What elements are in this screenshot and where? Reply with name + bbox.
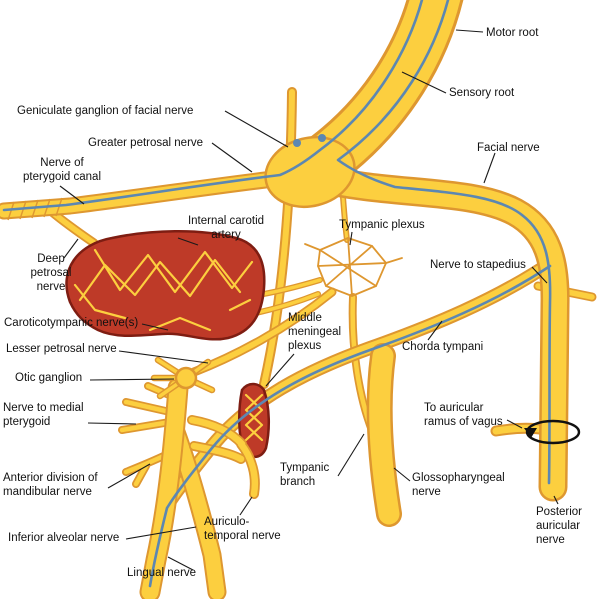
geniculate-ganglion-shape (264, 136, 356, 208)
leader-stapedius (531, 266, 548, 284)
leader-glossopharyngeal (393, 467, 411, 482)
ganglion-cell-dot (293, 139, 301, 147)
label-tympanic-plexus: Tympanic plexus (339, 219, 425, 231)
leader-lesser-petrosal (118, 350, 209, 364)
leader-geniculate (224, 110, 289, 148)
vagus-ramus-ring (524, 419, 581, 445)
label-internal-carotid-artery: Internal carotid artery (187, 215, 265, 241)
leader-anterior-division (107, 463, 151, 489)
label-tympanic-branch: Tympanic branch (280, 462, 330, 488)
lesser-petrosal-nerve-shape (189, 287, 337, 377)
leader-tympanic-branch (337, 433, 365, 477)
label-otic-ganglion: Otic ganglion (15, 372, 83, 384)
leader-lines (59, 29, 559, 571)
label-to-auricular-ramus-of-vagus: To auricular ramus of vagus (424, 402, 503, 428)
label-auriculotemporal: Auriculo- temporal nerve (204, 516, 281, 542)
leader-pterygoid-canal (59, 185, 85, 205)
label-lesser-petrosal: Lesser petrosal nerve (6, 343, 117, 355)
facial-nerve-roots-shape (300, 0, 464, 186)
leader-facial-nerve (483, 152, 496, 184)
tympanic-plexus-shape (304, 237, 403, 297)
leader-mid-meningeal (265, 353, 295, 387)
mandibular-branches-shape (118, 377, 227, 599)
label-nerve-to-stapedius: Nerve to stapedius (430, 259, 526, 271)
leader-auricular-ramus (506, 419, 523, 429)
label-motor-root: Motor root (486, 27, 539, 39)
otic-ganglion-shape (150, 356, 216, 400)
label-inferior-alveolar: Inferior alveolar nerve (8, 532, 120, 544)
label-glossopharyngeal: Glossopharyngeal nerve (412, 472, 505, 498)
leader-otic-ganglion (89, 378, 175, 381)
leader-deep-petrosal (63, 238, 79, 259)
label-posterior-auricular: Posterior auricular nerve (536, 506, 583, 546)
internal-carotid-artery-shape (65, 230, 266, 341)
facial-nerve-shape (303, 163, 570, 502)
communicating-branch (340, 194, 350, 243)
label-deep-petrosal: Deep petrosal nerve (30, 253, 72, 293)
leader-inferior-alveolar (125, 526, 197, 540)
label-geniculate-ganglion: Geniculate ganglion of facial nerve (17, 105, 194, 117)
leader-medial-pterygoid (87, 422, 137, 425)
auricular-ramus-of-vagus-shape (490, 422, 552, 437)
label-caroticotympanic: Caroticotympanic nerve(s) (4, 317, 139, 329)
leader-sensory-root (401, 71, 447, 94)
label-greater-petrosal: Greater petrosal nerve (88, 137, 204, 149)
leader-chorda-tympani (427, 320, 443, 341)
auriculotemporal-nerve-shape (187, 415, 260, 499)
leader-caroticotympanic (141, 323, 169, 331)
glossopharyngeal-nerve-shape (366, 343, 402, 527)
leader-auriculotemporal (239, 496, 253, 516)
leader-lingual (167, 556, 194, 571)
leader-posterior-auricular (553, 495, 559, 505)
ganglion-cell-dot (318, 134, 326, 142)
label-lingual: Lingual nerve (127, 567, 197, 579)
label-nerve-of-pterygoid-canal: Nerve of pterygoid canal (23, 157, 101, 183)
middle-meningeal-vessel (259, 87, 297, 389)
leader-motor-root (455, 29, 484, 33)
label-middle-meningeal-plexus: Middle meningeal plexus (288, 312, 342, 352)
leader-tympanic-plexus (349, 231, 353, 246)
nerve-fibers (2, 0, 552, 588)
label-anterior-division-mandibular: Anterior division of mandibular nerve (3, 472, 98, 498)
label-sensory-root: Sensory root (449, 87, 515, 99)
deep-petrosal-nerve-shape (47, 207, 99, 248)
leader-carotid-artery (177, 237, 199, 246)
label-nerve-to-medial-pterygoid: Nerve to medial pterygoid (3, 402, 84, 428)
label-facial-nerve: Facial nerve (477, 142, 540, 154)
leader-greater-petrosal (211, 142, 253, 173)
label-chorda-tympani: Chorda tympani (402, 341, 484, 353)
